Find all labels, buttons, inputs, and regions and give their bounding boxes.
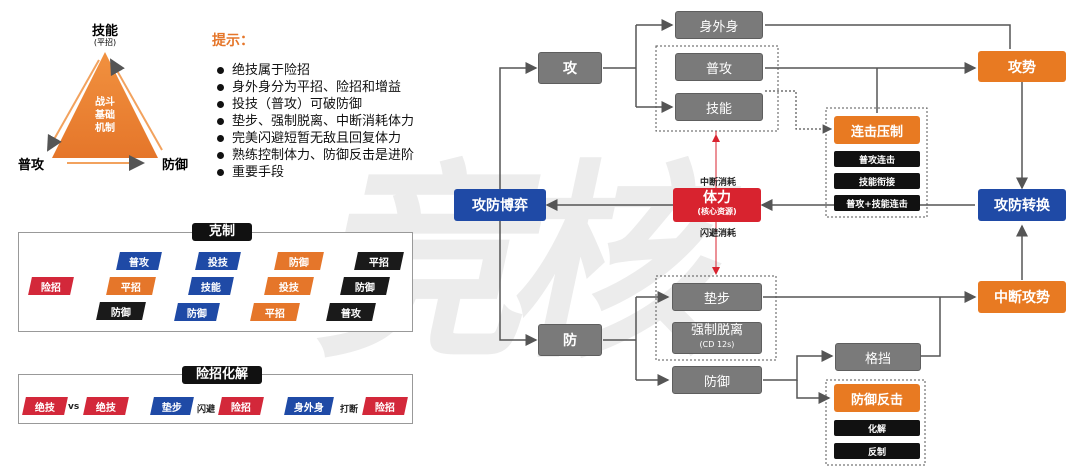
node-attack: 攻: [538, 52, 602, 84]
counter-source-risk: 险招: [28, 277, 74, 295]
node-dodge-step: 垫步: [672, 283, 762, 311]
resolve-panel-title: 险招化解: [182, 366, 262, 384]
node-switch: 攻防转换: [978, 189, 1066, 221]
combat-triangle: [52, 52, 158, 158]
triangle-center-text: 战斗 基础 机制: [85, 96, 125, 135]
node-parry: 格挡: [835, 343, 921, 371]
center-line-2: 基础: [95, 110, 115, 121]
combo-item-2: 技能衔接: [834, 173, 920, 189]
resolve-g2-verb: 闪避: [197, 405, 216, 415]
counter-item-1: 化解: [834, 420, 920, 436]
node-stamina: 体力 (核心资源): [673, 188, 761, 222]
node-duel: 攻防博弈: [454, 189, 546, 221]
stamina-cost-top: 中断消耗: [700, 178, 737, 188]
node-skill: 技能: [675, 93, 763, 121]
resolve-g1-a: 绝技: [22, 397, 68, 415]
combo-item-1: 普攻连击: [834, 151, 920, 167]
counter-item-2: 反制: [834, 443, 920, 459]
counter-row2-a: 技能: [188, 277, 234, 295]
resolve-g1-b: 绝技: [83, 397, 129, 415]
node-counter: 防御反击: [834, 384, 920, 412]
counter-target-guard: 防御: [96, 302, 146, 320]
resolve-g2-a: 垫步: [150, 397, 194, 415]
counter-row3-b: 平招: [250, 303, 300, 321]
stamina-cost-bottom: 闪避消耗: [700, 229, 737, 239]
resolve-g1-verb: vs: [68, 402, 80, 412]
counter-row1-a: 投技: [195, 252, 241, 270]
resolve-g3-b: 险招: [362, 397, 408, 415]
combo-item-3: 普攻+技能连击: [834, 195, 920, 211]
counter-panel-title: 克制: [192, 223, 252, 241]
counter-row1-c: 平招: [354, 252, 404, 270]
counter-target-flat: 平招: [106, 277, 156, 295]
counter-row2-b: 投技: [264, 277, 314, 295]
tip-item: 垫步、强制脱离、中断消耗体力: [212, 113, 452, 130]
counter-target-normal: 普攻: [116, 252, 162, 270]
counter-row3-a: 防御: [174, 303, 220, 321]
node-force-break: 强制脱离 (CD 12s): [672, 322, 762, 354]
node-offense-momentum: 攻势: [978, 51, 1066, 82]
node-body-out: 身外身: [675, 11, 763, 39]
triangle-left-label: 普攻: [18, 158, 45, 173]
node-defend: 防: [538, 324, 602, 356]
tip-item: 投技（普攻）可破防御: [212, 96, 452, 113]
center-line-3: 机制: [95, 123, 115, 134]
center-line-1: 战斗: [95, 97, 115, 108]
node-normal-attack: 普攻: [675, 53, 763, 81]
counter-row3-c: 普攻: [326, 303, 376, 321]
resolve-g2-b: 险招: [218, 397, 264, 415]
counter-row2-c: 防御: [340, 277, 390, 295]
tip-item: 完美闪避短暂无敌且回复体力: [212, 130, 452, 147]
resolve-g3-verb: 打断: [340, 405, 359, 415]
node-interrupt: 中断攻势: [978, 281, 1066, 313]
triangle-top-label: 技能: [91, 24, 118, 39]
triangle-top-sublabel: (平招): [93, 38, 117, 47]
tip-item-continued: 重要手段: [212, 164, 452, 181]
stamina-sub: (核心资源): [697, 207, 737, 216]
tips-list: 绝技属于险招 身外身分为平招、险招和增益 投技（普攻）可破防御 垫步、强制脱离、…: [212, 62, 452, 181]
tip-item: 身外身分为平招、险招和增益: [212, 79, 452, 96]
node-guard: 防御: [672, 366, 762, 394]
triangle-right-label: 防御: [162, 158, 189, 173]
node-combo: 连击压制: [834, 116, 920, 144]
tip-item: 熟练控制体力、防御反击是进阶: [212, 147, 452, 164]
resolve-g3-a: 身外身: [284, 397, 334, 415]
tip-item: 绝技属于险招: [212, 62, 452, 79]
counter-row1-b: 防御: [274, 252, 324, 270]
force-break-cd: (CD 12s): [699, 340, 735, 349]
tips-title: 提示：: [212, 33, 254, 49]
